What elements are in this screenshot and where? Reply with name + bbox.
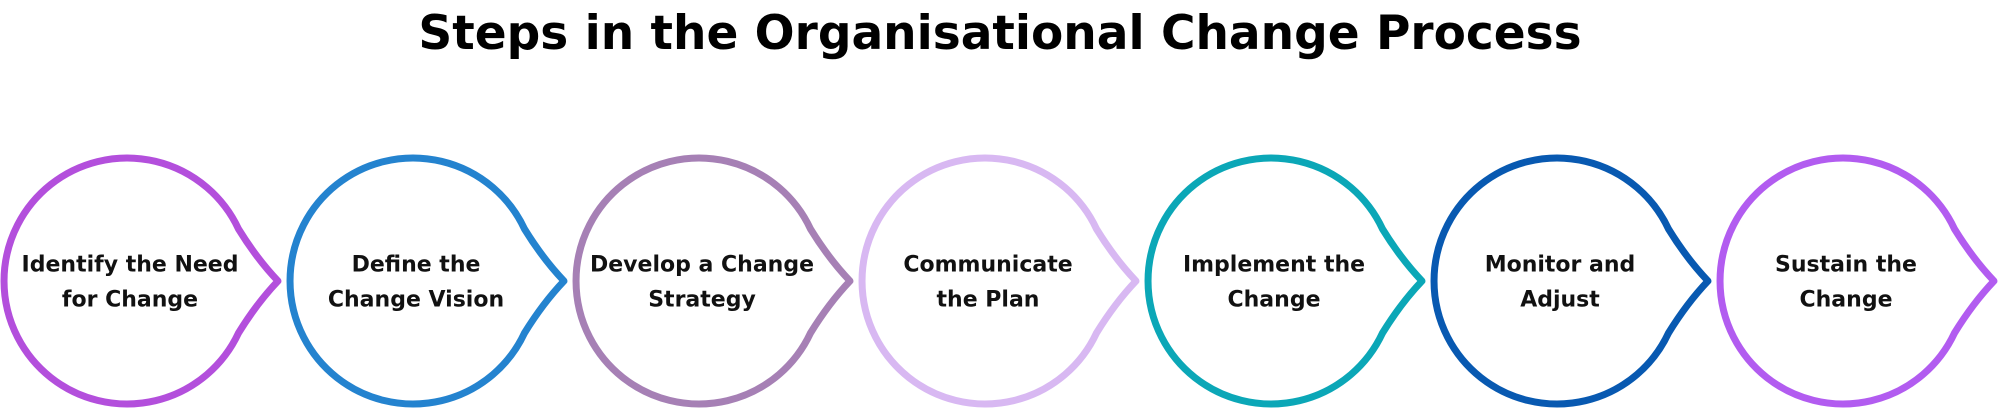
step-4: Communicate the Plan: [858, 154, 1140, 408]
step-6-label-line-2: Adjust: [1520, 288, 1600, 313]
step-7-label-line-1: Sustain the: [1775, 253, 1917, 278]
step-1: Identify the Need for Change: [0, 154, 282, 408]
step-2-shape: [286, 154, 568, 408]
step-6-label-line-1: Monitor and: [1485, 253, 1636, 278]
step-5-shape: [1144, 154, 1426, 408]
step-2-label-line-2: Change Vision: [328, 288, 504, 313]
step-4-shape: [858, 154, 1140, 408]
step-7-shape: [1716, 154, 1998, 408]
step-5-label-line-1: Implement the: [1183, 253, 1365, 278]
step-3-label-line-1: Develop a Change: [590, 253, 814, 278]
step-5-label-line-2: Change: [1228, 288, 1321, 313]
step-1-label-line-2: for Change: [62, 288, 198, 313]
page-title: Steps in the Organisational Change Proce…: [418, 6, 1582, 61]
step-6-shape: [1430, 154, 1712, 408]
step-3-shape: [572, 154, 854, 408]
step-4-label-line-1: Communicate: [903, 253, 1072, 278]
step-7-label-line-2: Change: [1800, 288, 1893, 313]
step-4-label-line-2: the Plan: [937, 288, 1040, 313]
step-1-shape: [0, 154, 282, 408]
step-2-label-line-1: Define the: [352, 253, 481, 278]
step-1-label-line-1: Identify the Need: [22, 253, 239, 278]
step-3-label-line-2: Strategy: [648, 288, 756, 313]
